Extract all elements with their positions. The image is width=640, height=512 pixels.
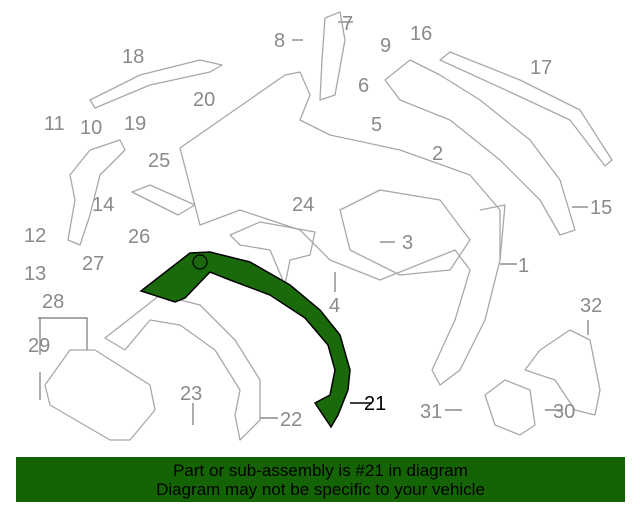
- part-32[interactable]: [524, 329, 601, 416]
- callout-1[interactable]: 1: [518, 255, 529, 277]
- part-24[interactable]: [229, 221, 316, 286]
- part-21-highlighted[interactable]: [139, 251, 351, 429]
- callout-16[interactable]: 16: [410, 23, 432, 45]
- callout-29[interactable]: 29: [28, 335, 50, 357]
- part-22[interactable]: [104, 294, 261, 441]
- callout-27[interactable]: 27: [82, 253, 104, 275]
- callout-30[interactable]: 30: [553, 401, 575, 423]
- callout-11[interactable]: 11: [44, 113, 65, 135]
- callout-3[interactable]: 3: [402, 232, 413, 254]
- part-28[interactable]: [44, 349, 156, 441]
- callout-8[interactable]: 8: [274, 30, 285, 52]
- callout-2[interactable]: 2: [432, 143, 443, 165]
- part-21-hole: [192, 254, 208, 270]
- part-30[interactable]: [484, 379, 536, 436]
- callout-28[interactable]: 28: [42, 291, 64, 313]
- callout-25[interactable]: 25: [148, 150, 170, 172]
- callout-15[interactable]: 15: [590, 197, 612, 219]
- callout-22[interactable]: 22: [280, 409, 302, 431]
- callout-9[interactable]: 9: [380, 35, 391, 57]
- callout-14[interactable]: 14: [92, 194, 114, 216]
- callout-19[interactable]: 19: [124, 113, 146, 135]
- callout-32[interactable]: 32: [580, 295, 602, 317]
- callout-23[interactable]: 23: [180, 383, 202, 405]
- callout-31[interactable]: 31: [420, 401, 442, 423]
- part-bumper-cover[interactable]: [179, 71, 501, 386]
- info-banner: Part or sub-assembly is #21 in diagram D…: [16, 457, 625, 502]
- part-25[interactable]: [131, 184, 196, 216]
- callout-4[interactable]: 4: [329, 295, 340, 317]
- part-10[interactable]: [67, 139, 126, 246]
- part-15[interactable]: [384, 59, 576, 236]
- callout-5[interactable]: 5: [371, 114, 382, 136]
- part-7[interactable]: [319, 11, 346, 101]
- callout-24[interactable]: 24: [292, 194, 314, 216]
- part-18[interactable]: [89, 59, 223, 109]
- callout-21[interactable]: 21: [364, 393, 386, 415]
- banner-line-1: Part or sub-assembly is #21 in diagram: [173, 461, 468, 480]
- callout-18[interactable]: 18: [122, 46, 144, 68]
- callout-13[interactable]: 13: [24, 263, 46, 285]
- callout-20[interactable]: 20: [193, 89, 215, 111]
- callout-7[interactable]: 7: [342, 13, 353, 35]
- callout-17[interactable]: 17: [530, 57, 552, 79]
- callout-10[interactable]: 10: [80, 117, 102, 139]
- callout-12[interactable]: 12: [24, 225, 46, 247]
- part-17[interactable]: [439, 51, 613, 167]
- banner-line-2: Diagram may not be specific to your vehi…: [156, 480, 485, 499]
- callout-26[interactable]: 26: [128, 226, 150, 248]
- callout-6[interactable]: 6: [358, 75, 369, 97]
